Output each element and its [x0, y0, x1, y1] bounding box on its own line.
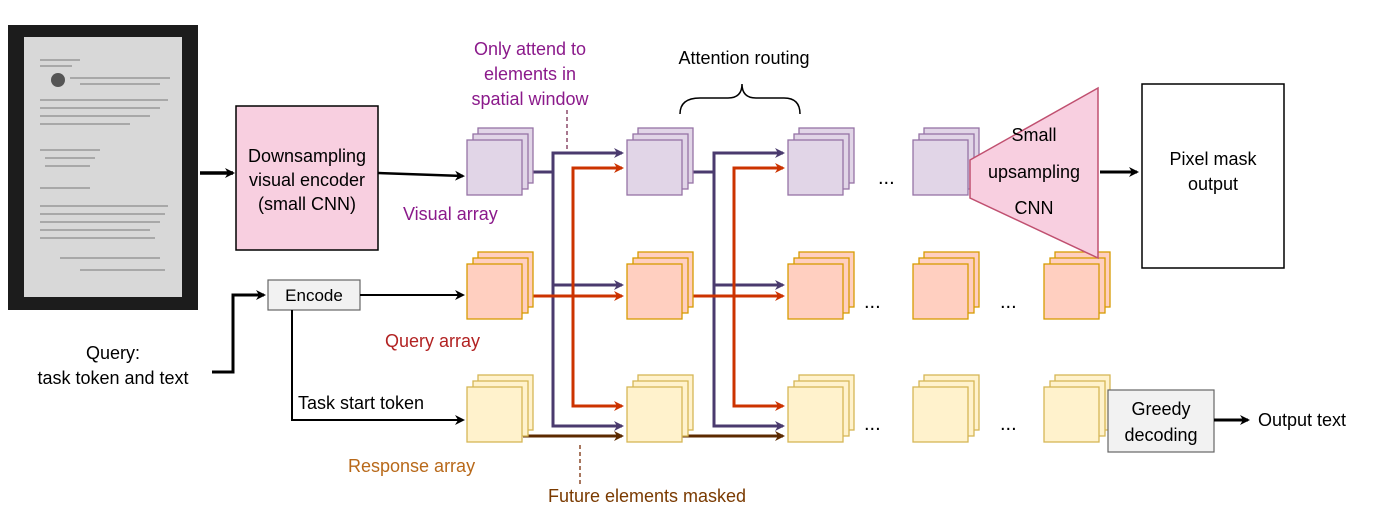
- pixel-mask-box: [1141, 83, 1285, 269]
- visual-array-stack-2: [626, 127, 694, 196]
- query-ellipsis-2: ...: [1000, 291, 1017, 313]
- upsampling-cnn-shape: [969, 86, 1099, 260]
- query-label-1: Query:: [86, 343, 140, 363]
- visual-array-stack-4: [912, 127, 980, 196]
- spatial-note-3: spatial window: [471, 89, 589, 109]
- query-array-stack-2: [626, 251, 694, 320]
- greedy-label-1: Greedy: [1131, 399, 1190, 419]
- greedy-decoding-box: [1107, 389, 1215, 453]
- visual-encoder-box: [235, 105, 379, 251]
- encode-box-label: Encode: [285, 286, 343, 305]
- attention-routing-label: Attention routing: [678, 48, 809, 68]
- encode-to-response-arrow: [291, 310, 465, 425]
- visual-array-stack-3: [787, 127, 855, 196]
- document-thumbnail-icon: [8, 25, 198, 310]
- response-array-stack-2: [626, 374, 694, 443]
- upsampling-label-3: CNN: [1015, 198, 1054, 218]
- output-text-label: Output text: [1258, 410, 1346, 430]
- query-ellipsis-1: ...: [864, 291, 881, 313]
- visual-array-label: Visual array: [403, 204, 498, 224]
- encode-box: [267, 279, 361, 311]
- encoder-label-2: visual encoder: [249, 170, 365, 190]
- response-array-label: Response array: [348, 456, 475, 476]
- spatial-note-1: Only attend to: [474, 39, 586, 59]
- query-to-encode-arrow: [212, 290, 266, 374]
- greedy-label-2: decoding: [1124, 425, 1197, 445]
- visual-array-stack-1: [466, 127, 534, 196]
- encoder-label-1: Downsampling: [248, 146, 366, 166]
- query-label-2: task token and text: [37, 368, 188, 388]
- query-array-stack-4: [912, 251, 980, 320]
- response-array-stack-4: [912, 374, 980, 443]
- query-array-stack-5: [1043, 251, 1111, 320]
- visual-ellipsis: ...: [878, 167, 895, 189]
- upsampling-label-2: upsampling: [988, 162, 1080, 182]
- response-array-stack-3: [787, 374, 855, 443]
- response-ellipsis-1: ...: [864, 413, 881, 435]
- query-array-stack-1: [466, 251, 534, 320]
- visual-routing-group: [523, 148, 785, 431]
- query-array-label: Query array: [385, 331, 480, 351]
- pixel-mask-label-2: output: [1188, 174, 1238, 194]
- upsampling-label-1: Small: [1011, 125, 1056, 145]
- future-masked-label: Future elements masked: [548, 486, 746, 506]
- encoder-label-3: (small CNN): [258, 194, 356, 214]
- response-array-stack-1: [466, 374, 534, 443]
- task-start-token-label: Task start token: [298, 393, 424, 413]
- query-array-stack-3: [787, 251, 855, 320]
- response-array-stack-5: [1043, 374, 1111, 443]
- spatial-note-2: elements in: [484, 64, 576, 84]
- pixel-mask-label-1: Pixel mask: [1169, 149, 1257, 169]
- encoder-to-visual-arrow: [377, 170, 465, 181]
- attention-routing-brace: [679, 83, 801, 115]
- query-routing-group: [523, 163, 785, 411]
- response-ellipsis-2: ...: [1000, 413, 1017, 435]
